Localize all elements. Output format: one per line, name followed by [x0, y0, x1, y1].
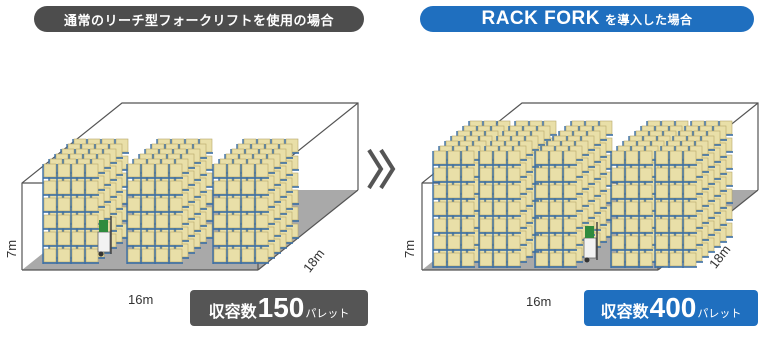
rackfork-brand-text: RACK FORK: [481, 8, 600, 29]
left-capacity-badge: 収容数 150 パレット: [190, 290, 368, 326]
left-width-label: 16m: [128, 292, 154, 307]
left-title-text: 通常のリーチ型フォークリフトを使用の場合: [63, 13, 334, 29]
right-height-label: 7m: [402, 239, 417, 258]
right-capacity-badge: 収容数 400 パレット: [584, 290, 758, 326]
capacity-prefix: 収容数: [208, 302, 257, 321]
forklift-icon: [583, 222, 598, 263]
left-panel-title: 通常のリーチ型フォークリフトを使用の場合: [34, 6, 364, 32]
left-height-label: 7m: [4, 239, 19, 258]
double-chevron-right-icon: [367, 148, 396, 190]
capacity-unit: パレット: [697, 307, 742, 320]
forklift-icon: [97, 216, 112, 257]
right-warehouse-diagram: [421, 102, 759, 271]
right-panel-title: RACK FORK を導入した場合: [420, 6, 754, 32]
right-title-rest: を導入した場合: [604, 12, 693, 27]
right-width-label: 16m: [526, 294, 552, 309]
capacity-value: 150: [257, 292, 305, 323]
capacity-unit: パレット: [305, 307, 350, 320]
capacity-value: 400: [649, 292, 697, 323]
left-warehouse-diagram: [21, 102, 359, 271]
capacity-prefix: 収容数: [600, 302, 649, 321]
